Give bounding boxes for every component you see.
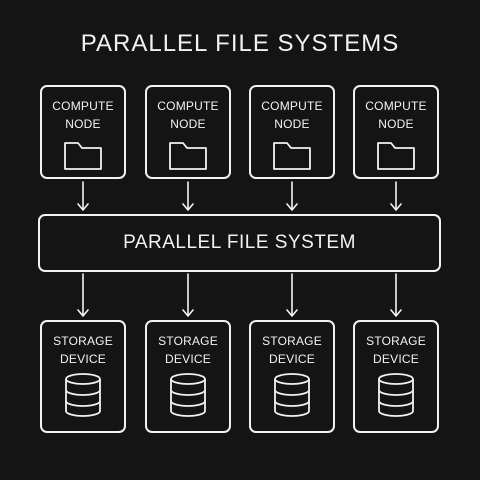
storage-device-label-line2: DEVICE	[165, 352, 211, 366]
parallel-file-system-box: PARALLEL FILE SYSTEM	[38, 214, 441, 272]
compute-node-label-line2: NODE	[378, 117, 414, 131]
storage-device-label-line1: STORAGE	[53, 334, 113, 348]
folder-icon	[169, 142, 207, 170]
compute-node-label-line2: NODE	[274, 117, 310, 131]
storage-device-1: STORAGE DEVICE	[40, 320, 126, 433]
storage-device-label-line2: DEVICE	[269, 352, 315, 366]
storage-device-4: STORAGE DEVICE	[353, 320, 439, 433]
arrow-down-icon	[182, 181, 194, 211]
storage-device-label-line1: STORAGE	[158, 334, 218, 348]
arrow-down-icon	[182, 273, 194, 317]
storage-device-label-line2: DEVICE	[60, 352, 106, 366]
compute-node-3: COMPUTE NODE	[249, 85, 335, 179]
storage-device-label-line2: DEVICE	[373, 352, 419, 366]
compute-node-label-line2: NODE	[170, 117, 206, 131]
diagram-title: PARALLEL FILE SYSTEMS	[80, 30, 400, 57]
database-icon	[65, 373, 101, 417]
compute-node-label-line1: COMPUTE	[52, 99, 114, 113]
storage-device-2: STORAGE DEVICE	[145, 320, 231, 433]
database-icon	[170, 373, 206, 417]
storage-device-label-line1: STORAGE	[262, 334, 322, 348]
database-icon	[274, 373, 310, 417]
compute-node-4: COMPUTE NODE	[353, 85, 439, 179]
parallel-file-system-label: PARALLEL FILE SYSTEM	[123, 232, 356, 253]
storage-device-label-line1: STORAGE	[366, 334, 426, 348]
compute-node-label-line1: COMPUTE	[261, 99, 323, 113]
compute-node-2: COMPUTE NODE	[145, 85, 231, 179]
arrow-down-icon	[286, 181, 298, 211]
folder-icon	[377, 142, 415, 170]
folder-icon	[273, 142, 311, 170]
compute-node-label-line1: COMPUTE	[157, 99, 219, 113]
arrow-down-icon	[390, 273, 402, 317]
storage-device-3: STORAGE DEVICE	[249, 320, 335, 433]
arrow-down-icon	[286, 273, 298, 317]
folder-icon	[64, 142, 102, 170]
compute-node-label-line1: COMPUTE	[365, 99, 427, 113]
arrow-down-icon	[77, 181, 89, 211]
compute-node-1: COMPUTE NODE	[40, 85, 126, 179]
compute-node-label-line2: NODE	[65, 117, 101, 131]
database-icon	[378, 373, 414, 417]
arrow-down-icon	[77, 273, 89, 317]
arrow-down-icon	[390, 181, 402, 211]
